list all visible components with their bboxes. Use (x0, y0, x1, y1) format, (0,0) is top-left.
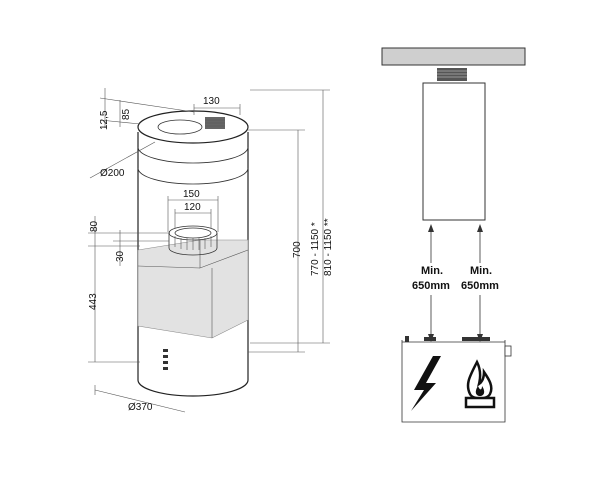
dim-200-label: Ø200 (100, 168, 125, 179)
dim-30-label: 30 (115, 250, 126, 262)
dim-770-810: 770 - 1150 * 810 - 1150 ** (250, 89, 334, 344)
duct-connector (168, 225, 218, 256)
dim-700: 700 (248, 129, 305, 353)
motor-box (137, 239, 249, 339)
dim-370: Ø370 (94, 385, 186, 413)
dim-120-label: 120 (184, 202, 201, 213)
clearance-right-line2: 650mm (461, 280, 499, 292)
dim-370-label: Ø370 (128, 402, 153, 413)
dim-700-label: 700 (292, 241, 303, 258)
dim-810-label: 810 - 1150 ** (323, 218, 334, 276)
duct-opening (157, 119, 203, 135)
dim-150: 150 (167, 189, 219, 232)
dim-770-label: 770 - 1150 * (310, 222, 321, 276)
hood-body-outline (137, 132, 249, 397)
hood-front-body (422, 82, 486, 221)
ceiling-plate (381, 47, 526, 66)
collar-ring (137, 146, 249, 164)
dim-200: Ø200 (89, 141, 156, 179)
gas-hob-icon (464, 359, 496, 409)
chimney-grille (437, 68, 467, 81)
dim-30: 30 (113, 230, 169, 266)
collar-bottom (137, 167, 249, 185)
top-grille (205, 117, 225, 129)
dim-150-label: 150 (183, 189, 200, 200)
dim-443: 443 (88, 245, 140, 363)
dim-12-5: 12,5 (99, 88, 195, 130)
dim-80: 80 (88, 216, 170, 246)
clearance-left-line2: 650mm (412, 280, 450, 292)
dim-85-label: 85 (121, 108, 132, 120)
dim-130-label: 130 (203, 96, 220, 107)
hood-top-ellipse (137, 110, 249, 144)
dim-85: 85 (119, 100, 132, 127)
dim-80-label: 80 (89, 220, 100, 232)
clearance-right-line1: Min. (470, 265, 492, 277)
clearance-left-line1: Min. (421, 265, 443, 277)
dim-12-5-label: 12,5 (99, 110, 110, 130)
clearance-right: Min. 650mm (458, 224, 504, 342)
hood-cylinder-drawing: 130 12,5 85 Ø200 150 120 (88, 88, 334, 413)
dim-130: 130 (193, 96, 241, 115)
clearance-drawing: Min. 650mm Min. 650mm (381, 47, 526, 423)
control-buttons (163, 349, 168, 370)
dim-120: 120 (174, 202, 212, 228)
electric-hob-icon (411, 356, 441, 411)
hob-counter (401, 336, 512, 423)
clearance-left: Min. 650mm (408, 224, 454, 342)
dim-443-label: 443 (88, 293, 99, 310)
